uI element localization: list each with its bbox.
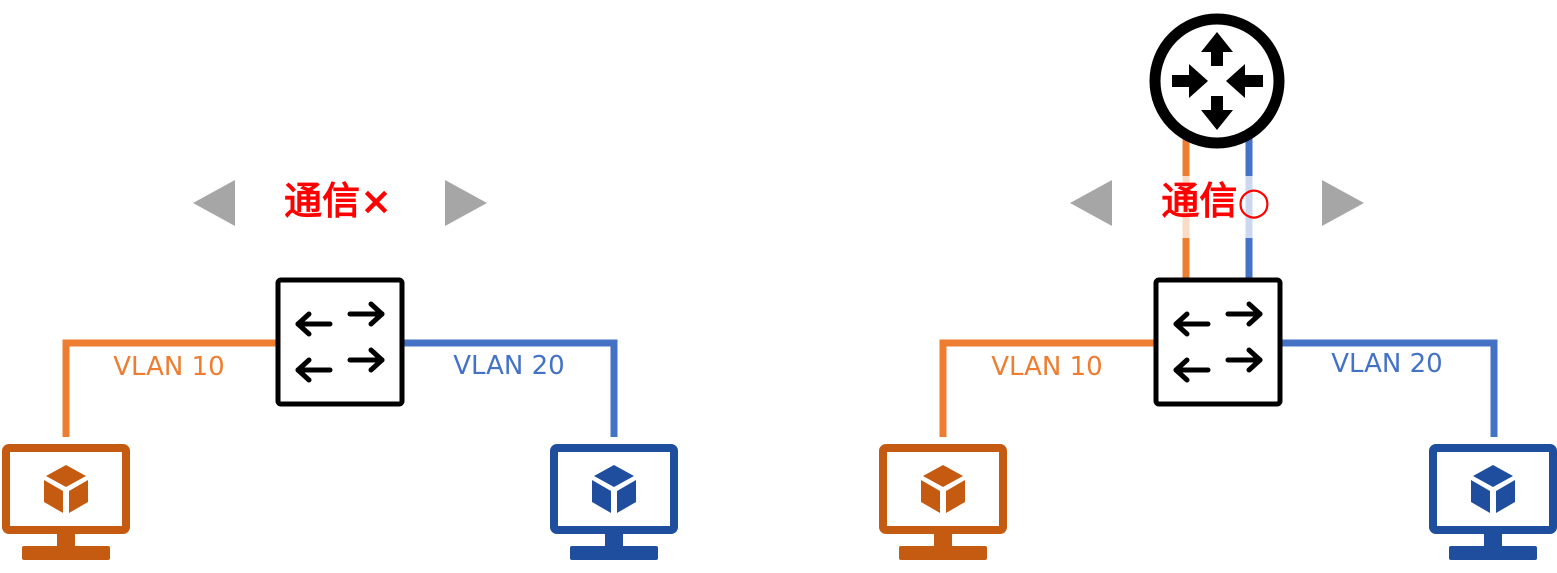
right-diagram: 通信○ VLAN 10 VLAN 20	[883, 13, 1553, 560]
left-vlan20-line	[402, 339, 618, 437]
left-pc-vlan20-icon	[554, 448, 674, 560]
left-switch-icon	[278, 280, 402, 404]
right-vlan10-label: VLAN 10	[991, 352, 1102, 382]
right-comm-right-arrow-icon	[1322, 180, 1364, 226]
right-vlan20-line	[1280, 339, 1498, 437]
right-pc-vlan20-icon	[1433, 448, 1553, 560]
left-comm-label: 通信×	[284, 179, 392, 223]
left-vlan10-label: VLAN 10	[113, 352, 224, 382]
left-pc-vlan10-icon	[6, 448, 126, 560]
right-router-icon	[1149, 13, 1285, 149]
right-comm-left-arrow-icon	[1070, 180, 1112, 226]
left-vlan20-label: VLAN 20	[453, 351, 564, 381]
right-label-backdrop	[1150, 176, 1284, 238]
left-diagram: 通信× VLAN 10 VLAN 20	[6, 179, 674, 560]
right-vlan20-label: VLAN 20	[1331, 349, 1442, 379]
right-pc-vlan10-icon	[883, 448, 1003, 560]
left-comm-left-arrow-icon	[193, 180, 235, 226]
left-comm-right-arrow-icon	[445, 180, 487, 226]
left-vlan10-line	[62, 339, 278, 437]
right-comm-label: 通信○	[1161, 179, 1270, 223]
right-vlan10-line	[939, 339, 1156, 437]
right-switch-icon	[1156, 280, 1280, 404]
